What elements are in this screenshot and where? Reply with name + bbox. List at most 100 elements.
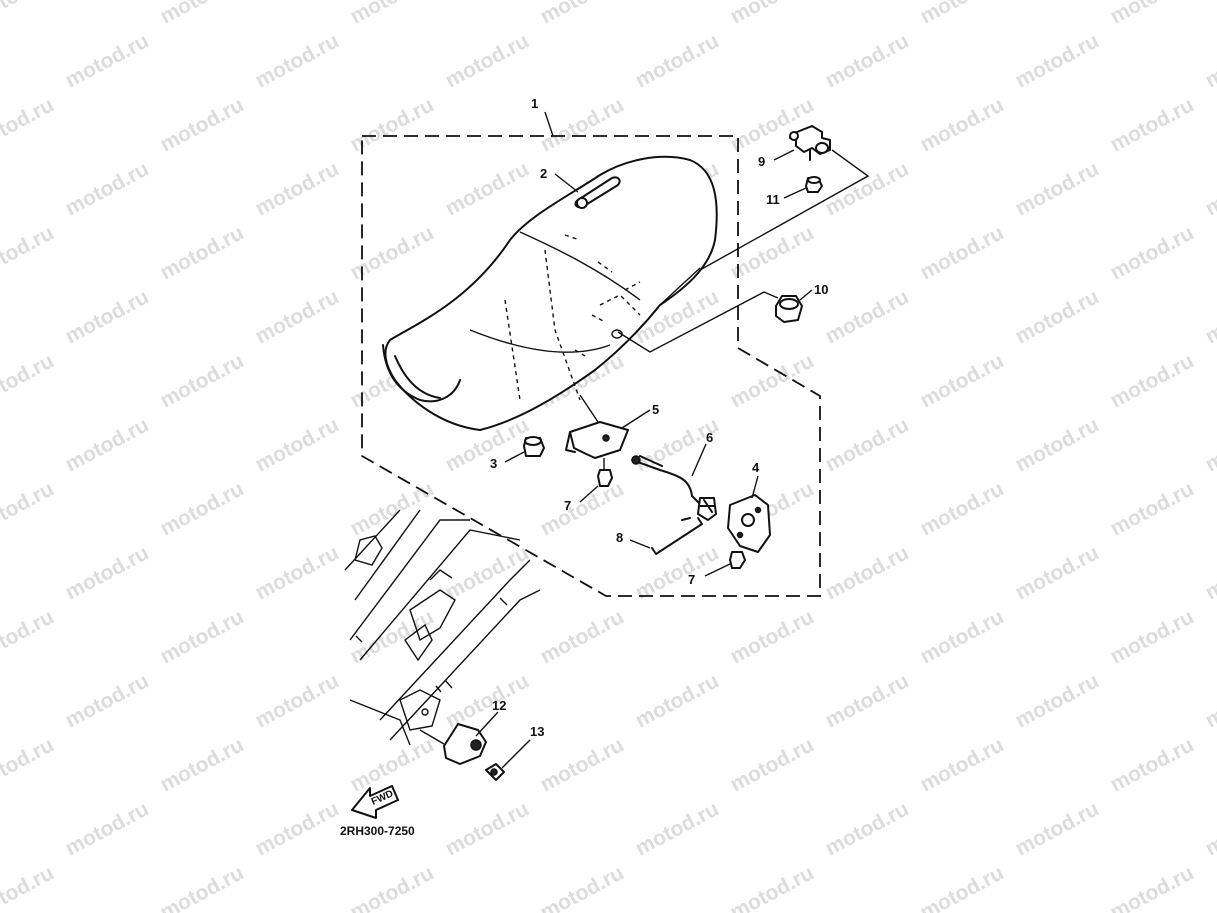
- callout-8: 8: [616, 530, 623, 545]
- drawing-code: 2RH300-7250: [340, 824, 415, 838]
- watermark-text: motod.ru: [917, 93, 1008, 156]
- callout-2: 2: [540, 166, 547, 181]
- watermark-text: motod.ru: [62, 285, 153, 348]
- watermark-text: motod.ru: [62, 669, 153, 732]
- link-9-seat: [699, 149, 870, 271]
- watermark-text: motod.ru: [727, 349, 818, 412]
- leader-12: [475, 711, 499, 737]
- leader-7a: [579, 485, 599, 503]
- watermark-text: motod.ru: [442, 541, 533, 604]
- watermark-text: motod.ru: [0, 0, 58, 28]
- watermark-text: motod.ru: [62, 29, 153, 92]
- watermark-text: motod.ru: [157, 221, 248, 284]
- link-10-seat: [617, 291, 779, 353]
- watermark-text: motod.ru: [822, 285, 913, 348]
- watermark-text: motod.ru: [62, 541, 153, 604]
- watermark-text: motod.ru: [252, 669, 343, 732]
- watermark-text: motod.ru: [1107, 733, 1198, 796]
- nut-upper[interactable]: [597, 469, 613, 487]
- watermark-text: motod.ru: [157, 861, 248, 913]
- watermark-text: motod.ru: [822, 669, 913, 732]
- callout-12: 12: [492, 698, 506, 713]
- watermark-text: motod.ru: [1012, 541, 1103, 604]
- leader-6: [691, 443, 707, 477]
- watermark-text: motod.ru: [1202, 797, 1217, 860]
- callout-1: 1: [531, 96, 538, 111]
- watermark-text: motod.ru: [0, 349, 58, 412]
- watermark-text: motod.ru: [442, 157, 533, 220]
- watermark-text: motod.ru: [0, 477, 58, 540]
- watermark-text: motod.ru: [727, 605, 818, 668]
- callout-11: 11: [766, 192, 780, 207]
- leader-8: [629, 539, 651, 549]
- leader-2: [554, 173, 579, 193]
- leader-1: [544, 111, 554, 137]
- callout-3: 3: [490, 456, 497, 471]
- seat-lock[interactable]: [727, 494, 771, 553]
- watermark-text: motod.ru: [347, 221, 438, 284]
- fwd-arrow-icon: FWD: [351, 785, 399, 819]
- damper[interactable]: [523, 436, 545, 457]
- watermark-text: motod.ru: [62, 413, 153, 476]
- frame: [344, 509, 541, 746]
- watermark-text: motod.ru: [917, 733, 1008, 796]
- link-5-seat: [579, 394, 599, 423]
- watermark-text: motod.ru: [537, 733, 628, 796]
- watermark-text: motod.ru: [917, 349, 1008, 412]
- watermark-text: motod.ru: [252, 413, 343, 476]
- seat-catch[interactable]: [443, 723, 487, 765]
- callout-7b: 7: [688, 572, 695, 587]
- nut-lower[interactable]: [729, 551, 746, 569]
- leader-5: [621, 409, 651, 429]
- watermark-text: motod.ru: [822, 29, 913, 92]
- grommet-small[interactable]: [805, 176, 823, 193]
- watermark-text: motod.ru: [537, 477, 628, 540]
- seat[interactable]: [382, 155, 718, 431]
- callout-13: 13: [530, 724, 544, 739]
- seat-bracket[interactable]: [565, 421, 629, 459]
- holder[interactable]: [789, 125, 831, 161]
- leader-10: [799, 289, 813, 301]
- leader-9: [773, 149, 795, 161]
- bolt[interactable]: [485, 763, 505, 781]
- watermark-text: motod.ru: [1012, 413, 1103, 476]
- watermark-text: motod.ru: [0, 733, 58, 796]
- watermark-text: motod.ru: [537, 93, 628, 156]
- watermark-text: motod.ru: [0, 861, 58, 913]
- leader-7b: [704, 563, 731, 577]
- watermark-text: motod.ru: [157, 733, 248, 796]
- watermark-text: motod.ru: [632, 29, 723, 92]
- watermark-text: motod.ru: [727, 221, 818, 284]
- watermark-text: motod.ru: [0, 221, 58, 284]
- seat-lock-cable[interactable]: [631, 455, 717, 521]
- watermark-text: motod.ru: [822, 541, 913, 604]
- lock-rod[interactable]: [651, 517, 703, 555]
- grommet[interactable]: [775, 295, 803, 323]
- watermark-text: motod.ru: [1202, 541, 1217, 604]
- watermark-text: motod.ru: [442, 797, 533, 860]
- watermark-text: motod.ru: [727, 861, 818, 913]
- watermark-text: motod.ru: [157, 605, 248, 668]
- watermark-text: motod.ru: [1202, 669, 1217, 732]
- watermark-text: motod.ru: [0, 93, 58, 156]
- leader-3: [504, 451, 525, 463]
- watermark-text: motod.ru: [1202, 285, 1217, 348]
- seat-strap[interactable]: [574, 176, 621, 209]
- watermark-text: motod.ru: [917, 221, 1008, 284]
- watermark-text: motod.ru: [917, 477, 1008, 540]
- callout-4: 4: [752, 460, 760, 475]
- watermark-text: motod.ru: [632, 797, 723, 860]
- watermark-text: motod.ru: [347, 861, 438, 913]
- leader-11: [783, 187, 807, 199]
- watermark-text: motod.ru: [442, 29, 533, 92]
- callout-9: 9: [758, 154, 765, 169]
- watermark-text: motod.ru: [157, 0, 248, 28]
- leader-4: [751, 475, 759, 499]
- watermark-text: motod.ru: [1012, 797, 1103, 860]
- watermark-text: motod.ru: [822, 157, 913, 220]
- watermark-text: motod.ru: [917, 861, 1008, 913]
- watermark-text: motod.ru: [1202, 157, 1217, 220]
- watermark-text: motod.ru: [252, 541, 343, 604]
- watermark-text: motod.ru: [347, 93, 438, 156]
